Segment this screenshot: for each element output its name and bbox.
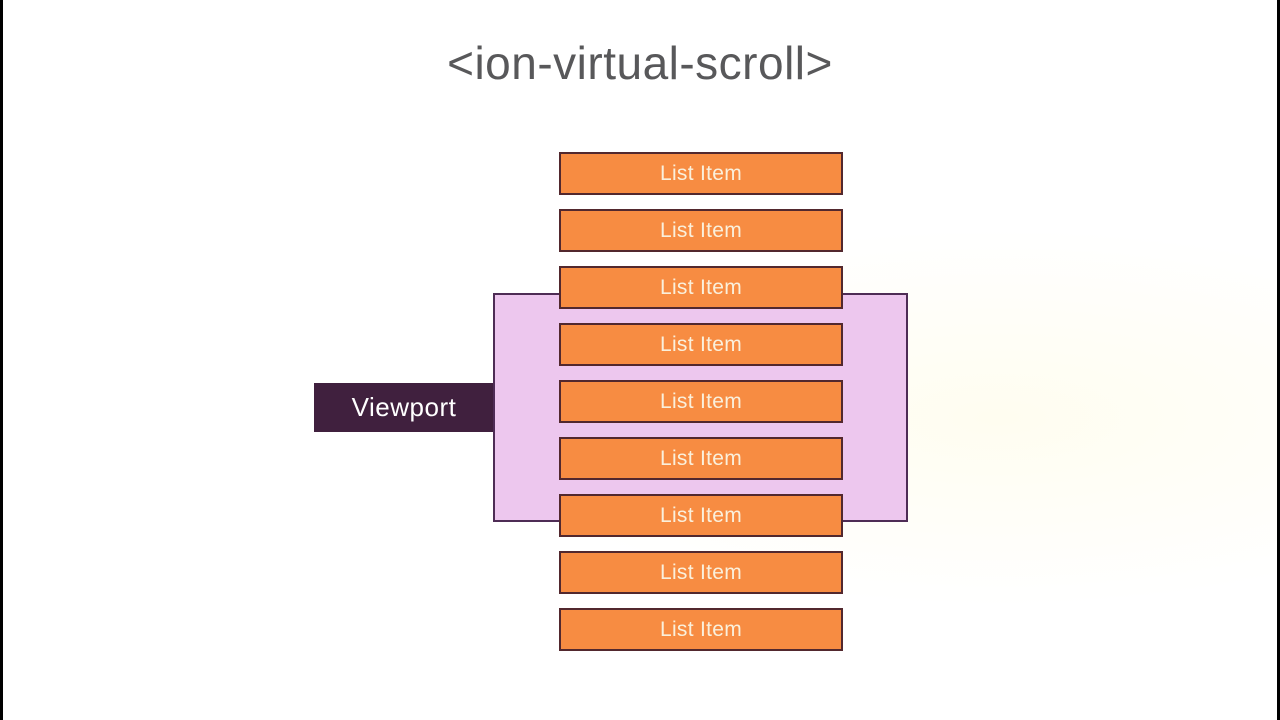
list-item: List Item [559, 266, 843, 309]
list-item: List Item [559, 608, 843, 651]
list-item-label: List Item [659, 332, 743, 356]
list-item: List Item [559, 323, 843, 366]
list-item-label: List Item [659, 503, 743, 527]
page-title: <ion-virtual-scroll> [447, 37, 833, 89]
list-item-label: List Item [659, 560, 743, 584]
list-item: List Item [559, 494, 843, 537]
list-item-label: List Item [659, 446, 743, 470]
list-item: List Item [559, 551, 843, 594]
list-item-label: List Item [659, 275, 743, 299]
list-item-label: List Item [659, 389, 743, 413]
viewport-label: Viewport [351, 392, 457, 422]
list-item: List Item [559, 380, 843, 423]
list-item: List Item [559, 209, 843, 252]
list-item-label: List Item [659, 161, 743, 185]
left-video-edge [0, 0, 3, 720]
viewport-label-bar: Viewport [314, 383, 494, 432]
list-item-label: List Item [659, 218, 743, 242]
list-item: List Item [559, 152, 843, 195]
right-video-edge [1277, 0, 1280, 720]
list-item: List Item [559, 437, 843, 480]
list-item-stack: List Item List Item List Item List Item … [559, 152, 843, 651]
list-item-label: List Item [659, 617, 743, 641]
